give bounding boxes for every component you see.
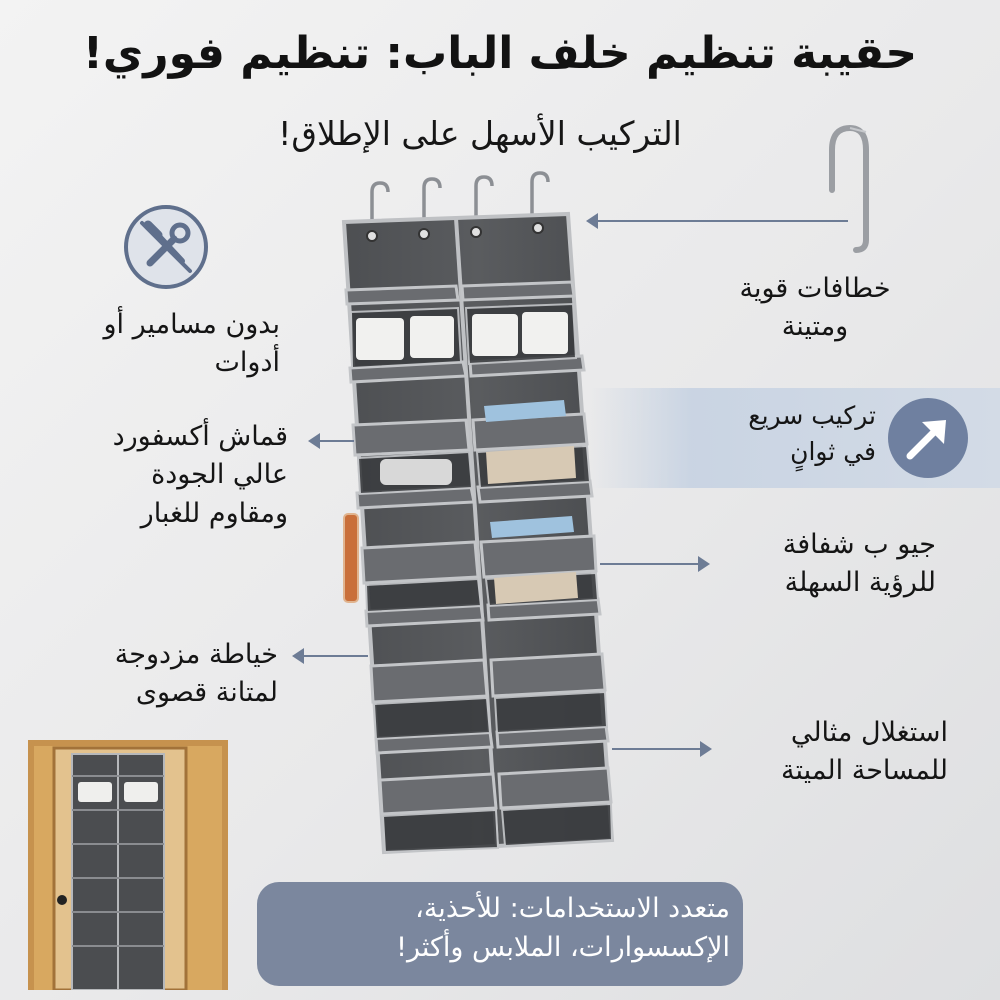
feature-stitching-line-1: خياطة مزدوجة	[114, 639, 278, 670]
feature-stitching-line-2: لمتانة قصوى	[135, 677, 278, 709]
arrow-oxford	[308, 433, 354, 449]
feature-oxford-line-3: ومقاوم للغبار	[140, 497, 288, 529]
arrow-hooks	[586, 213, 848, 229]
feature-quick-line-1: تركيب سريع	[748, 401, 876, 430]
feature-space-line-2: للمساحة الميتة	[781, 755, 948, 787]
multi-use-banner-text: متعدد الاستخدامات: للأحذية، الإكسسوارات،…	[270, 890, 730, 968]
multi-use-banner	[257, 882, 743, 986]
feature-no-tools-line-2: أدوات	[214, 347, 280, 379]
feature-space-use: استغلال مثالي للمساحة الميتة	[700, 714, 948, 791]
arrow-space	[612, 741, 712, 757]
feature-quick-line-2: في ثوانٍ	[790, 436, 876, 466]
feature-oxford-fabric: قماش أكسفورد عالي الجودة ومقاوم للغبار	[20, 418, 288, 533]
feature-hooks: خطافات قوية ومتينة	[690, 270, 940, 347]
feature-hooks-line-2: ومتينة	[781, 311, 849, 343]
page-subtitle: التركيب الأسهل على الإطلاق!	[278, 114, 682, 153]
arrow-up-right-icon	[906, 420, 946, 460]
feature-clear-pockets: جيو ب شفافة للرؤية السهلة	[700, 526, 936, 603]
banner-line-1: متعدد الاستخدامات: للأحذية،	[415, 893, 730, 924]
quick-install-circle	[888, 398, 968, 478]
banner-line-2: الإكسسوارات، الملابس وأكثر!	[396, 931, 730, 963]
no-tools-badge	[124, 205, 208, 289]
arrow-stitching	[292, 648, 368, 664]
feature-pockets-line-2: للرؤية السهلة	[784, 567, 936, 599]
feature-quick-install: تركيب سريع في ثوانٍ	[700, 398, 876, 469]
feature-oxford-line-2: عالي الجودة	[151, 459, 288, 491]
no-tools-icon	[140, 220, 192, 273]
arrow-pockets	[600, 556, 710, 572]
feature-hooks-line-1: خطافات قوية	[739, 273, 891, 304]
feature-stitching: خياطة مزدوجة لمتانة قصوى	[20, 636, 278, 713]
feature-pockets-line-1: جيو ب شفافة	[782, 529, 936, 560]
feature-space-line-1: استغلال مثالي	[790, 717, 948, 748]
page-title: حقيبة تنظيم خلف الباب: تنظيم فوري!	[82, 28, 918, 79]
feature-no-tools-line-1: بدون مسامير أو	[103, 309, 280, 340]
feature-oxford-line-1: قماش أكسفورد	[112, 421, 288, 452]
feature-no-tools: بدون مسامير أو أدوات	[60, 306, 280, 383]
door-photo-image	[28, 740, 228, 990]
